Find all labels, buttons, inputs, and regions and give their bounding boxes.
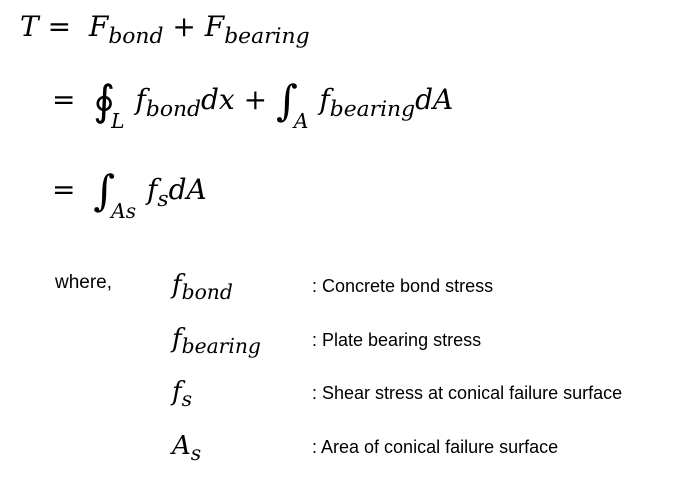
integral-icon: ∫ xyxy=(93,166,116,216)
differential: dx xyxy=(201,83,235,116)
definition-description: : Plate bearing stress xyxy=(312,330,482,350)
integral-limit: As xyxy=(111,199,137,224)
integral-limit: L xyxy=(111,109,125,134)
definition-row: fs : Shear stress at conical failure sur… xyxy=(0,377,692,433)
definition-description: : Concrete bond stress xyxy=(312,276,494,296)
equals-sign: = xyxy=(52,83,76,116)
integrand-f-bearing: fbearing xyxy=(319,83,416,122)
symbol-a-s: As xyxy=(172,431,202,466)
differential: dA xyxy=(415,83,454,116)
symbol-f-bearing: fbearing xyxy=(172,324,261,359)
plus-sign: + xyxy=(243,83,268,116)
differential: dA xyxy=(168,173,207,206)
plus-sign: + xyxy=(172,10,196,43)
equation-line-1: T = Fbond + Fbearing xyxy=(20,10,310,49)
definition-description: : Shear stress at conical failure surfac… xyxy=(312,383,623,403)
where-label: where, xyxy=(55,272,113,293)
integral-icon: ∫ xyxy=(276,76,298,126)
definition-row: fbond : Concrete bond stress xyxy=(0,270,692,326)
symbol-f-bond: fbond xyxy=(172,270,233,305)
equals-sign: = xyxy=(47,10,72,43)
integral-limit: A xyxy=(293,109,309,134)
integrand-f-s: fs xyxy=(146,173,169,212)
equation-line-2: = ∮L fbonddx + ∫A fbearingdA xyxy=(52,70,454,133)
contour-integral-icon: ∮ xyxy=(93,76,116,126)
term-f-bond: Fbond xyxy=(88,10,164,49)
symbol-f-s: fs xyxy=(172,377,193,412)
integrand-f-bond: fbond xyxy=(135,83,201,122)
lhs-symbol: T xyxy=(20,10,39,43)
definition-description: : Area of conical failure surface xyxy=(312,437,559,457)
definition-row: As : Area of conical failure surface xyxy=(0,431,692,487)
definition-row: fbearing : Plate bearing stress xyxy=(0,324,692,380)
equation-line-3: = ∫As fsdA xyxy=(52,160,207,223)
equals-sign: = xyxy=(52,173,76,206)
term-f-bearing: Fbearing xyxy=(204,10,310,49)
